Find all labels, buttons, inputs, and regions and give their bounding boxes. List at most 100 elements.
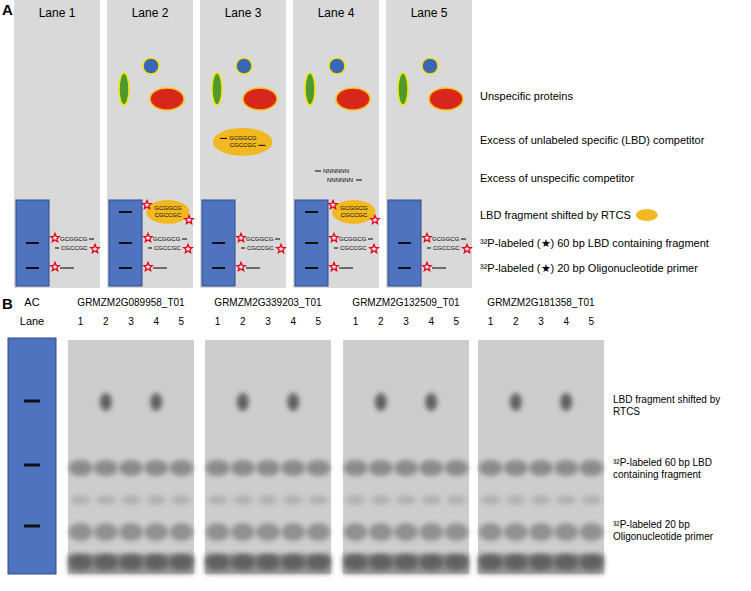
- lane-number: 3: [538, 316, 544, 328]
- gel-band: [371, 495, 391, 505]
- gel-band: [119, 554, 143, 570]
- protein-red: [150, 88, 184, 110]
- row-label: Unspecific proteins: [480, 90, 573, 103]
- dna-strand: [220, 138, 227, 139]
- band-mark: [24, 525, 40, 528]
- dna-strand: [339, 268, 353, 269]
- column-heading: Lane: [20, 315, 44, 328]
- lane-panel: Lane 4GCGGCGCGCCGCGCGGCGCGCCGCNNNNNNNNNN…: [293, 0, 379, 288]
- lane-number: 1: [215, 316, 221, 328]
- band-mark: [119, 242, 132, 244]
- dna-sequence: NNNNNN: [327, 177, 353, 184]
- gel-photo: [343, 340, 469, 574]
- gel-band: [144, 523, 168, 541]
- dna-sequence: CGCCGC: [247, 245, 274, 252]
- protein-blue: [329, 58, 345, 74]
- gel-band: [144, 554, 168, 570]
- gel-band: [394, 523, 418, 541]
- protein-red: [336, 88, 370, 110]
- shifted-band: [100, 393, 112, 411]
- gel-image: GRMZM2G339203_T01: [205, 340, 331, 574]
- dna-sequence: GCGGCG: [339, 236, 366, 243]
- dna-sequence: GCGGCG: [154, 205, 181, 212]
- gel-image: GRMZM2G181358_T01: [478, 340, 604, 574]
- gel-band: [344, 460, 368, 476]
- gel-band: [208, 495, 228, 505]
- lane-number: 2: [240, 316, 246, 328]
- lane-number: 1: [78, 316, 84, 328]
- dna-strand: [356, 180, 362, 181]
- band-mark: [26, 242, 39, 244]
- gel-band: [579, 554, 603, 570]
- gel-band: [554, 523, 578, 541]
- lane-panel: Lane 3GCGGCGCGCCGCGCGGCGCGCCGC: [200, 0, 286, 288]
- gel-band: [394, 460, 418, 476]
- gel-bar: [295, 200, 328, 286]
- dna-strand: [60, 268, 74, 269]
- gel-band: [171, 495, 191, 505]
- dna-sequence: CGCCGC: [61, 245, 88, 252]
- gel-bar: [388, 200, 421, 286]
- lane-title: Lane 4: [293, 0, 379, 20]
- row-label: ³²P-labeled 20 bp Oligonucleotide primer: [613, 519, 747, 542]
- complex-icon: [636, 209, 658, 221]
- protein-red: [429, 88, 463, 110]
- gel-band: [579, 523, 603, 541]
- gel-band: [258, 495, 278, 505]
- row-label: LBD fragment shifted by RTCS: [613, 394, 747, 417]
- dna-strand: [432, 268, 446, 269]
- gel-band: [71, 495, 91, 505]
- protein-blue: [422, 58, 438, 74]
- lane-background: [14, 0, 100, 288]
- lane-number: 4: [563, 316, 569, 328]
- dna-strand: [427, 248, 431, 249]
- dna-sequence: GCGGCG: [229, 135, 256, 142]
- marker-bar: [8, 338, 56, 574]
- gene-name: GRMZM2G089958_T01: [77, 297, 184, 309]
- gel-image: GRMZM2G089958_T01: [68, 340, 194, 574]
- gel-band: [94, 460, 118, 476]
- gel-band: [581, 495, 601, 505]
- gel-image: GRMZM2G132509_T01: [343, 340, 469, 574]
- dna-sequence: CGCCGC: [433, 245, 460, 252]
- lane-number: 1: [353, 316, 359, 328]
- gel-band: [119, 460, 143, 476]
- gel-band: [346, 495, 366, 505]
- dna-strand: [153, 268, 167, 269]
- gel-bar: [109, 200, 142, 286]
- dna-sequence: CGCCGC: [340, 212, 367, 219]
- band-mark: [24, 464, 40, 467]
- gel-band: [554, 554, 578, 570]
- rtcs-protein: [213, 128, 272, 156]
- radiolabel-star: [423, 234, 432, 242]
- dna-strand: [246, 268, 260, 269]
- radiolabel-star: [184, 245, 193, 253]
- lane-number: 2: [103, 316, 109, 328]
- gel-band: [206, 460, 230, 476]
- dna-strand: [241, 248, 245, 249]
- gel-band: [169, 460, 193, 476]
- lane-background: [293, 0, 379, 288]
- dna-sequence: CGCCGC: [229, 142, 256, 149]
- gel-band: [94, 523, 118, 541]
- gel-band: [446, 495, 466, 505]
- column-heading: AC: [24, 296, 39, 309]
- lane-number: 3: [265, 316, 271, 328]
- gel-band: [281, 460, 305, 476]
- gel-band: [281, 554, 305, 570]
- lane-background: [386, 0, 472, 288]
- lane-number: 2: [513, 316, 519, 328]
- gel-band: [479, 523, 503, 541]
- dna-sequence: GCGGCG: [60, 236, 87, 243]
- gel-background: [343, 340, 469, 574]
- gel-band: [96, 495, 116, 505]
- dna-sequence: GCGGCG: [432, 236, 459, 243]
- row-label: Excess of unlabeled specific (LBD) compe…: [480, 134, 704, 147]
- gel-band: [256, 523, 280, 541]
- gel-band: [479, 554, 503, 570]
- gel-band: [306, 554, 330, 570]
- gene-name: GRMZM2G339203_T01: [214, 297, 321, 309]
- gel-band: [94, 554, 118, 570]
- lane-number: 5: [179, 316, 185, 328]
- dna-strand: [148, 248, 152, 249]
